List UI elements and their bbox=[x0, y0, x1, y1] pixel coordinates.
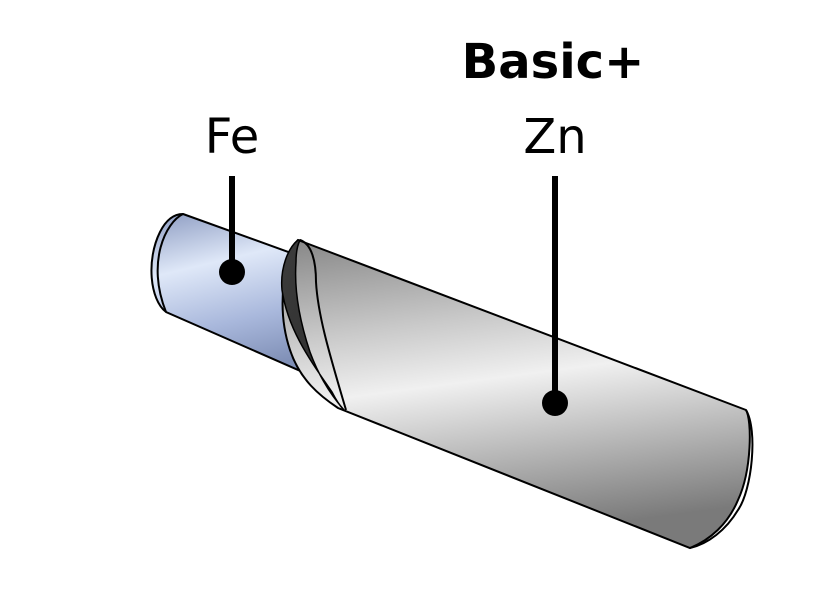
coating-body bbox=[280, 238, 754, 550]
diagram-title: Basic+ bbox=[461, 34, 645, 90]
core-leader bbox=[219, 176, 245, 285]
coating-label: Zn bbox=[523, 109, 587, 165]
core-rod bbox=[150, 212, 332, 386]
core-label: Fe bbox=[204, 109, 260, 165]
coating-leader bbox=[542, 176, 568, 416]
